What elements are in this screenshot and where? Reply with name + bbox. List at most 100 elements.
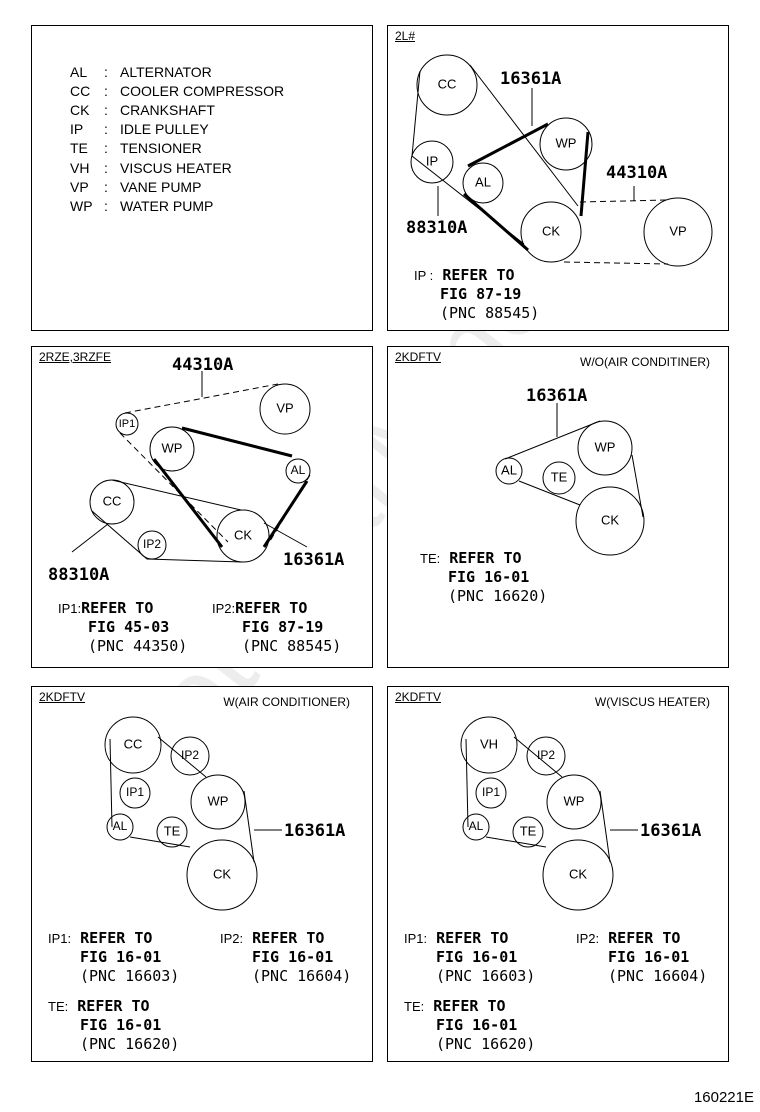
part-number-44310a: 44310A xyxy=(606,163,667,183)
pulley-al xyxy=(285,458,311,484)
belt-diagram-2kdftv-vh: VH IP2 IP1 WP AL TE CK 16361A xyxy=(460,716,701,911)
ref-prefix: TE: xyxy=(404,999,425,1014)
engine-tag: 2RZE,3RZFE xyxy=(39,350,112,364)
pulley-ck xyxy=(186,839,258,911)
diagram-panel-2kdftv-ac: 2KDFTV W(AIR CONDITIONER) CC IP2 IP1 WP … xyxy=(31,686,373,1062)
pulley-te xyxy=(512,816,544,848)
ref-prefix: IP1: xyxy=(404,931,428,946)
label-te: TE xyxy=(164,823,181,838)
label-wp: WP xyxy=(162,440,183,455)
part-number-16361a: 16361A xyxy=(526,386,587,406)
ref-line3: (PNC 16620) xyxy=(448,587,548,605)
reference-note-ip: IP : REFER TO FIG 87-19 (PNC 88545) xyxy=(414,266,539,323)
legend-code: CC xyxy=(70,83,91,99)
ref-prefix: IP1: xyxy=(58,601,82,616)
ref-line3: (PNC 16604) xyxy=(608,967,708,985)
ref-line3: (PNC 16620) xyxy=(80,1035,180,1053)
legend-colon: : xyxy=(104,64,108,80)
legend-name: ALTERNATOR xyxy=(120,64,212,80)
pulley-wp xyxy=(546,774,602,830)
ref-prefix: IP : xyxy=(414,268,434,283)
pulley-ip1 xyxy=(119,777,151,809)
legend-colon: : xyxy=(104,140,108,156)
part-number-16361a: 16361A xyxy=(284,821,345,841)
ref-line1: REFER TO xyxy=(81,599,154,617)
label-wp: WP xyxy=(595,439,616,454)
legend-code: WP xyxy=(70,198,93,214)
label-cc: CC xyxy=(103,493,122,508)
ref-line1: REFER TO xyxy=(436,929,509,947)
ref-line2: FIG 16-01 xyxy=(252,948,334,966)
legend-name: VANE PUMP xyxy=(120,179,202,195)
label-ip1: IP1 xyxy=(119,418,136,430)
ref-line1: REFER TO xyxy=(80,929,153,947)
reference-note-ip2: IP2:REFER TO FIG 87-19 (PNC 88545) xyxy=(212,599,341,656)
label-ip2: IP2 xyxy=(181,748,199,762)
legend-name: COOLER COMPRESSOR xyxy=(120,83,285,99)
label-wp: WP xyxy=(208,793,229,808)
part-number-44310a: 44310A xyxy=(172,355,233,375)
pulley-te xyxy=(156,816,188,848)
pulley-al xyxy=(462,162,504,204)
legend-code: TE xyxy=(70,140,88,156)
ref-line3: (PNC 16603) xyxy=(80,967,180,985)
label-al: AL xyxy=(291,463,306,477)
legend-name: CRANKSHAFT xyxy=(120,102,215,118)
figure-id: 160221E xyxy=(693,1089,754,1106)
ref-line1: REFER TO xyxy=(608,929,681,947)
label-al: AL xyxy=(475,174,491,189)
legend-colon: : xyxy=(104,179,108,195)
ref-line3: (PNC 16604) xyxy=(252,967,352,985)
pulley-ck xyxy=(520,201,582,263)
ref-line2: FIG 87-19 xyxy=(440,285,522,303)
belt-diagram-2rze: IP1 WP VP AL CC IP2 CK 44310A 88310A 163… xyxy=(48,355,344,585)
part-number-16361a: 16361A xyxy=(640,821,701,841)
label-ip2: IP2 xyxy=(143,537,161,551)
pulley-cc xyxy=(104,716,162,774)
variant-label: W(VISCUS HEATER) xyxy=(594,695,710,709)
reference-note-te: TE: REFER TO FIG 16-01 (PNC 16620) xyxy=(48,997,179,1054)
pulley-ip1 xyxy=(475,777,507,809)
label-ip: IP xyxy=(426,153,438,168)
reference-note-ip1: IP1:REFER TO FIG 45-03 (PNC 44350) xyxy=(58,599,187,656)
belt-88310a xyxy=(91,479,243,563)
ref-prefix: IP1: xyxy=(48,931,72,946)
belt-44310a xyxy=(563,199,669,265)
belt-16361a xyxy=(465,736,611,863)
ref-line2: FIG 16-01 xyxy=(80,948,162,966)
belt-16361a xyxy=(152,426,309,548)
pulley-ck xyxy=(542,839,614,911)
legend-code: VH xyxy=(70,160,90,176)
reference-note-te: TE: REFER TO FIG 16-01 (PNC 16620) xyxy=(404,997,535,1054)
pulley-vp xyxy=(643,197,713,267)
ref-line3: (PNC 88545) xyxy=(440,304,540,322)
reference-note-te: TE: REFER TO FIG 16-01 (PNC 16620) xyxy=(420,549,547,606)
ref-line2: FIG 16-01 xyxy=(436,948,518,966)
reference-note-ip1: IP1: REFER TO FIG 16-01 (PNC 16603) xyxy=(404,929,535,986)
ref-prefix: TE: xyxy=(420,551,441,566)
label-vp: VP xyxy=(669,223,686,238)
legend-code: VP xyxy=(70,179,89,195)
pulley-wp xyxy=(190,774,246,830)
ref-line3: (PNC 44350) xyxy=(88,637,188,655)
legend-colon: : xyxy=(104,160,108,176)
part-number-88310a: 88310A xyxy=(406,218,467,238)
legend-code: IP xyxy=(70,121,84,137)
pulley-ck xyxy=(575,486,645,556)
label-ip2: IP2 xyxy=(537,748,555,762)
pulley-vh xyxy=(460,716,518,774)
pulley-vp xyxy=(259,383,311,435)
legend-name: VISCUS HEATER xyxy=(120,160,232,176)
legend-colon: : xyxy=(104,198,108,214)
engine-tag: 2KDFTV xyxy=(39,690,86,704)
reference-note-ip1: IP1: REFER TO FIG 16-01 (PNC 16603) xyxy=(48,929,179,986)
ref-line2: FIG 45-03 xyxy=(88,618,170,636)
ref-line1: REFER TO xyxy=(252,929,325,947)
ref-line1: REFER TO xyxy=(433,997,506,1015)
pulley-al xyxy=(462,813,490,841)
label-al: AL xyxy=(113,819,128,833)
belt-diagram-2l: CC IP AL WP CK VP 16361A 44310A 88310A xyxy=(406,54,713,267)
label-te: TE xyxy=(520,823,537,838)
engine-tag: 2KDFTV xyxy=(395,350,442,364)
pulley-ip2 xyxy=(526,736,566,776)
